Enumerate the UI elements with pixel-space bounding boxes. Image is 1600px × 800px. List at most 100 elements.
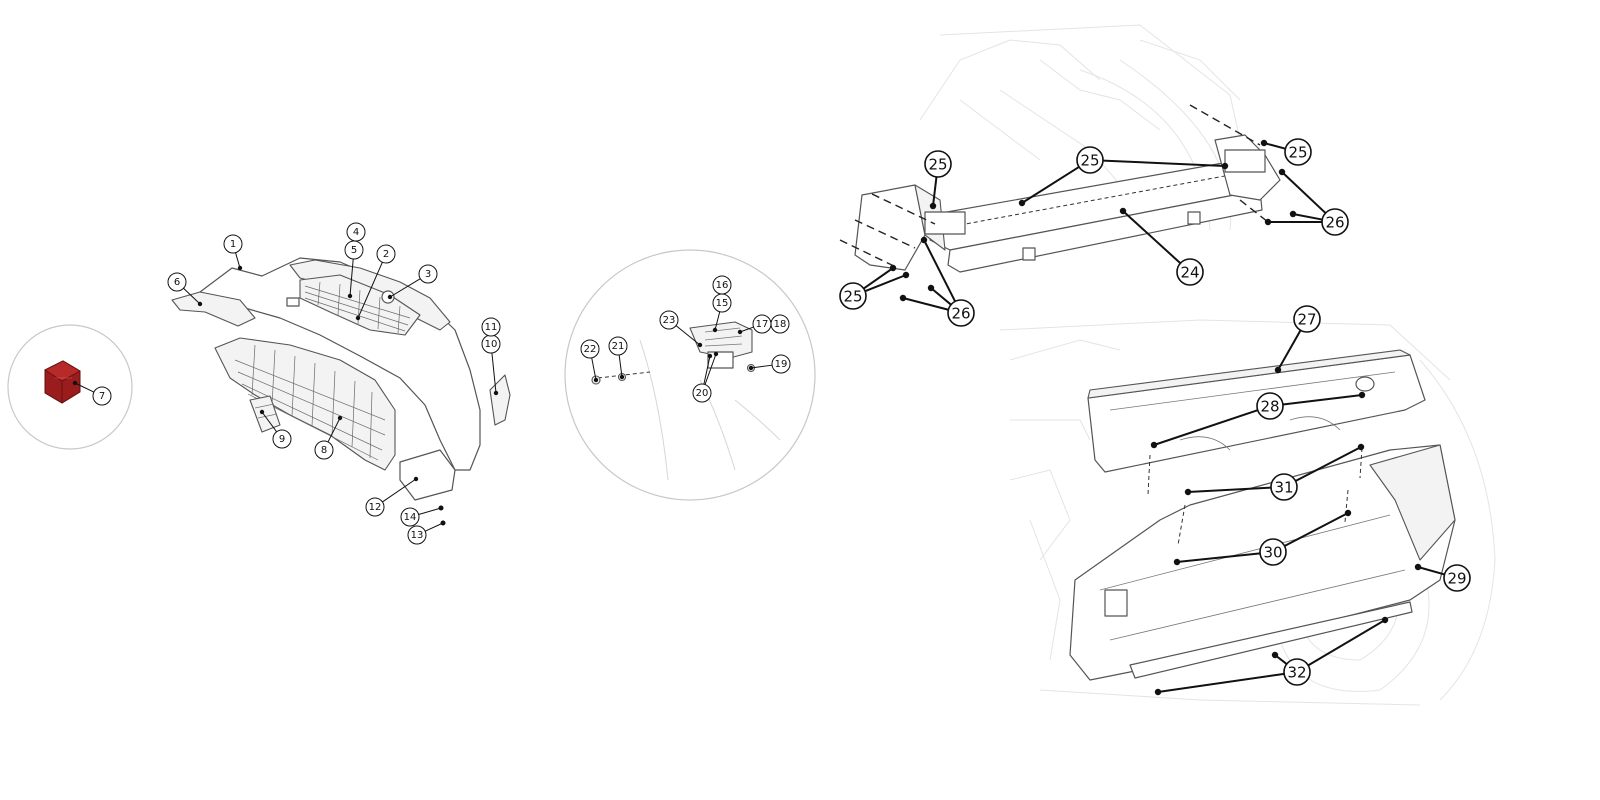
- callout-number: 7: [99, 391, 105, 402]
- leader-dot-22: [593, 377, 599, 383]
- leader-dot-21: [619, 374, 625, 380]
- leader-line-10: [491, 352, 497, 394]
- callout-number: 26: [951, 305, 970, 323]
- leader-dot-19: [748, 365, 754, 371]
- callout-12: 12: [365, 497, 385, 517]
- leader-dot-25: [1260, 139, 1268, 147]
- callout-circle: [770, 314, 790, 334]
- callout-8: 8: [314, 440, 334, 460]
- callout-circle: [1270, 473, 1298, 501]
- leader-dot-1: [237, 265, 243, 271]
- callout-31: 31: [1270, 473, 1298, 501]
- callout-number: 15: [716, 298, 729, 309]
- deflector-port: [1104, 589, 1128, 617]
- leader-dot-25: [1018, 199, 1026, 207]
- callout-number: 27: [1297, 311, 1316, 329]
- callout-circle: [692, 383, 712, 403]
- callout-number: 3: [425, 269, 431, 280]
- callout-circle: [344, 240, 364, 260]
- leader-dot-27: [1274, 366, 1282, 374]
- leader-line-28: [1282, 394, 1363, 406]
- leader-line-30: [1284, 512, 1349, 547]
- leader-line-31: [1187, 486, 1272, 493]
- leader-dot-31: [1184, 488, 1192, 496]
- callout-circle: [314, 440, 334, 460]
- leader-dot-9: [259, 409, 265, 415]
- callout-circle: [771, 354, 791, 374]
- callout-20: 20: [692, 383, 712, 403]
- callout-circle: [1256, 392, 1284, 420]
- detail-circle-center: [564, 249, 816, 501]
- callout-21: 21: [608, 336, 628, 356]
- callout-11: 11: [481, 317, 501, 337]
- leader-line-20: [703, 355, 711, 385]
- callout-number: 20: [696, 388, 709, 399]
- callout-circle: [1259, 538, 1287, 566]
- front-bumper-assembly: [171, 257, 511, 526]
- callout-22: 22: [580, 339, 600, 359]
- callout-number: 9: [279, 434, 285, 445]
- callout-number: 1: [230, 239, 236, 250]
- leader-dot-28: [1150, 441, 1158, 449]
- callout-circle: [1283, 658, 1311, 686]
- callout-6: 6: [167, 272, 187, 292]
- callout-24: 24: [1176, 258, 1204, 286]
- leader-dot-25: [889, 264, 897, 272]
- callout-30: 30: [1259, 538, 1287, 566]
- callout-circle: [1284, 138, 1312, 166]
- air-deflector-view: [999, 319, 1496, 706]
- callout-32: 32: [1283, 658, 1311, 686]
- callout-circle: [92, 386, 112, 406]
- leader-dot-14: [438, 505, 444, 511]
- callout-circle: [376, 244, 396, 264]
- callout-number: 8: [321, 445, 327, 456]
- leader-line-21: [618, 354, 623, 378]
- detail-view-clip: [7, 324, 133, 450]
- leader-line-23: [675, 325, 701, 346]
- callout-circle: [1443, 564, 1471, 592]
- leader-line-30: [1176, 552, 1261, 563]
- leader-line-2: [357, 262, 383, 319]
- leader-line-13: [424, 522, 444, 532]
- leader-line-32: [1157, 672, 1285, 693]
- leader-line-24: [1122, 210, 1182, 264]
- callout-number: 16: [716, 280, 729, 291]
- leader-line-17: [739, 326, 754, 333]
- leader-dot-25: [902, 271, 910, 279]
- beam-tab-1: [1022, 247, 1036, 261]
- callout-circle: [1076, 146, 1104, 174]
- crush-can-left: [924, 211, 966, 235]
- callout-5: 5: [344, 240, 364, 260]
- leader-dot-28: [1358, 391, 1366, 399]
- callout-circle: [407, 525, 427, 545]
- callout-26: 26: [947, 299, 975, 327]
- callout-circle: [223, 234, 243, 254]
- callout-circle: [712, 275, 732, 295]
- latch-plate: [707, 351, 734, 369]
- callout-1: 1: [223, 234, 243, 254]
- leader-line-26: [902, 297, 949, 311]
- license-bracket: [249, 395, 281, 433]
- leader-dot-20: [713, 351, 719, 357]
- callout-number: 23: [663, 315, 676, 326]
- leader-line-19: [750, 364, 773, 369]
- leader-dot-26: [899, 294, 907, 302]
- leader-dot-25: [1221, 162, 1229, 170]
- callout-circle: [400, 507, 420, 527]
- leader-dot-3: [387, 294, 393, 300]
- leader-line-5: [349, 258, 354, 297]
- lower-air-deflector-side: [1369, 444, 1456, 561]
- leader-line-27: [1277, 329, 1302, 371]
- callout-circle: [418, 264, 438, 284]
- callout-number: 18: [774, 319, 787, 330]
- callout-25: 25: [839, 282, 867, 310]
- bumper-reinforcement-view: [839, 24, 1281, 273]
- leader-dot-13: [440, 520, 446, 526]
- callout-circle: [1321, 208, 1349, 236]
- callout-number: 26: [1325, 214, 1344, 232]
- clip-top-face: [44, 360, 81, 382]
- leader-line-25: [1021, 166, 1080, 204]
- callout-circle: [365, 497, 385, 517]
- callout-25: 25: [924, 150, 952, 178]
